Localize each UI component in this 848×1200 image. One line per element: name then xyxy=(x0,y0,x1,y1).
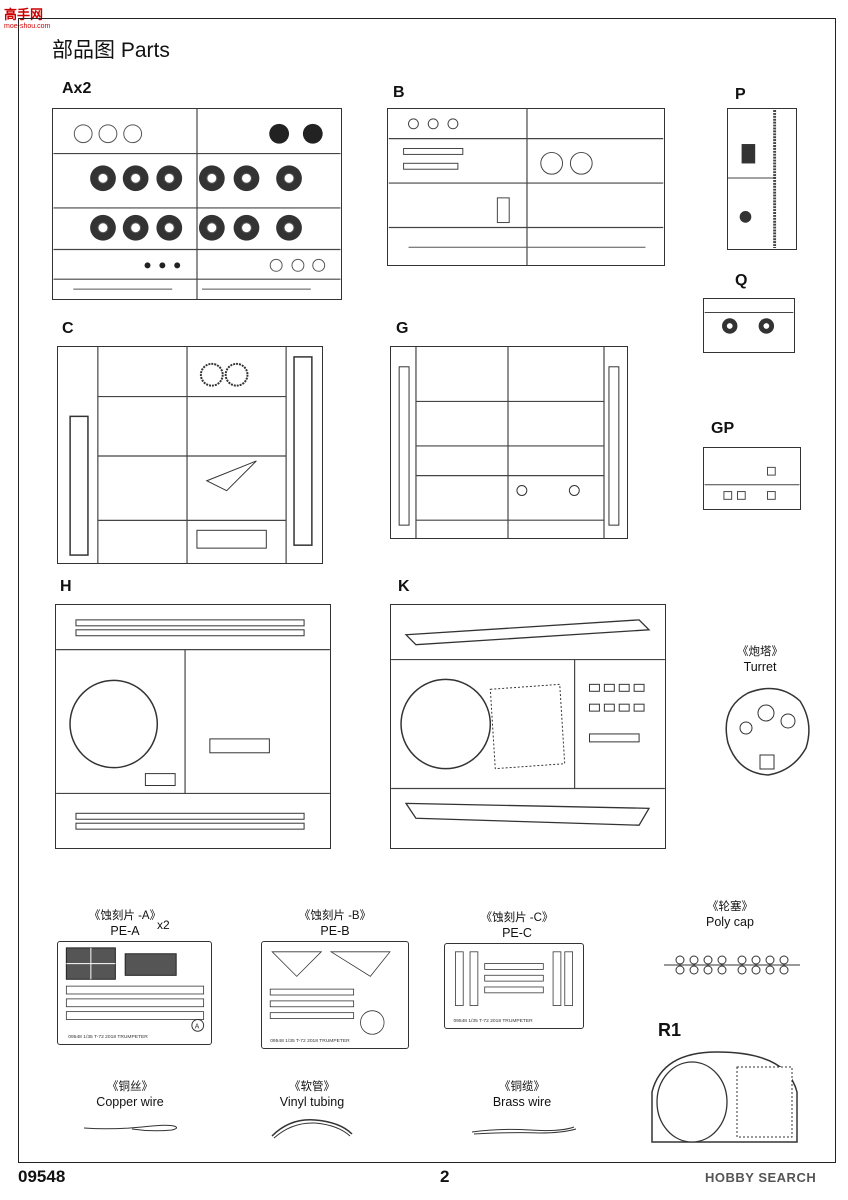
pe-b-caption-en: PE-B xyxy=(320,924,350,938)
sprue-a-drawing xyxy=(53,109,341,299)
pe-a-count: x2 xyxy=(157,918,170,932)
pe-a-caption-en: PE-A xyxy=(110,924,140,938)
pe-b-caption: 《蚀刻片 -B》 PE-B xyxy=(290,909,380,939)
pe-b-caption-cn: 《蚀刻片 -B》 xyxy=(298,910,372,922)
pe-c-caption-en: PE-C xyxy=(502,926,532,940)
pe-c-footer-text: 09548 1/35 T-72 2018 TRUMPETER xyxy=(453,1018,533,1024)
sprue-p xyxy=(727,108,797,250)
vinyl-tubing-caption: 《软管》 Vinyl tubing xyxy=(262,1080,362,1110)
pe-b-sheet: 09548 1/35 T-72 2018 TRUMPETER xyxy=(261,941,409,1049)
sprue-label-h: H xyxy=(60,578,72,595)
pe-c-caption-cn: 《蚀刻片 -C》 xyxy=(480,912,554,924)
brass-wire-caption-cn: 《铜缆》 xyxy=(499,1081,545,1093)
site-logo-url: moe-shou.com xyxy=(4,23,51,30)
vinyl-tubing-part xyxy=(271,1119,353,1139)
pe-a-caption-cn: 《蚀刻片 -A》 xyxy=(88,910,162,922)
brass-wire-part xyxy=(471,1126,577,1135)
turret-caption: 《炮塔》 Turret xyxy=(705,645,815,675)
sprue-r1 xyxy=(651,1051,798,1143)
poly-cap-runner xyxy=(664,955,800,975)
sprue-c-drawing xyxy=(69,347,313,563)
pe-b-footer-text: 09548 1/35 T-72 2018 TRUMPETER xyxy=(270,1038,350,1044)
copper-wire-caption-en: Copper wire xyxy=(96,1095,164,1109)
pe-c-drawing: 09548 1/35 T-72 2018 TRUMPETER xyxy=(453,951,573,1024)
pe-c-caption: 《蚀刻片 -C》 PE-C xyxy=(472,911,562,941)
sprue-b-drawing xyxy=(388,109,664,265)
turret-caption-cn: 《炮塔》 xyxy=(737,646,783,658)
sprue-label-q: Q xyxy=(735,272,748,289)
sprue-a xyxy=(52,108,342,300)
poly-cap-caption-en: Poly cap xyxy=(706,915,754,929)
brass-wire-caption: 《铜缆》 Brass wire xyxy=(472,1080,572,1110)
sprue-k-drawing xyxy=(391,619,665,826)
sprue-label-k: K xyxy=(398,578,410,595)
pe-a-caption: 《蚀刻片 -A》 PE-A xyxy=(80,909,170,939)
pe-c-sheet: 09548 1/35 T-72 2018 TRUMPETER xyxy=(444,943,584,1029)
pe-b-drawing: 09548 1/35 T-72 2018 TRUMPETER xyxy=(269,951,391,1044)
sprue-label-p: P xyxy=(735,86,746,103)
sprue-label-a: Ax2 xyxy=(62,80,92,97)
sprue-g xyxy=(390,346,628,539)
sprue-label-c: C xyxy=(62,320,74,337)
sprue-p-drawing xyxy=(728,110,777,248)
sprue-c xyxy=(57,346,323,564)
page-frame xyxy=(18,18,836,1163)
pe-a-mark: A xyxy=(195,1023,200,1030)
page-number: 2 xyxy=(440,1167,450,1186)
sprue-b xyxy=(387,108,665,266)
sprue-gp xyxy=(703,447,801,510)
copper-wire-part xyxy=(83,1124,178,1132)
sprue-g-drawing xyxy=(398,347,620,538)
pe-a-sheet: 09548 1/35 T-72 2018 TRUMPETER A xyxy=(57,941,212,1045)
poly-cap-caption-cn: 《轮塞》 xyxy=(707,901,753,913)
page-title: 部品图 Parts xyxy=(52,39,170,62)
sprue-gp-drawing xyxy=(704,466,800,500)
sprue-k xyxy=(390,604,666,849)
turret-caption-en: Turret xyxy=(743,660,777,674)
poly-cap-caption: 《轮塞》 Poly cap xyxy=(680,900,780,930)
vinyl-tubing-caption-cn: 《软管》 xyxy=(289,1081,335,1093)
watermark: HOBBY SEARCH xyxy=(705,1170,817,1185)
sprue-label-g: G xyxy=(396,320,409,337)
pe-a-footer-text: 09548 1/35 T-72 2018 TRUMPETER xyxy=(68,1034,148,1040)
copper-wire-caption-cn: 《铜丝》 xyxy=(107,1081,153,1093)
kit-code: 09548 xyxy=(18,1167,66,1186)
sprue-q xyxy=(703,298,795,353)
pe-a-drawing: 09548 1/35 T-72 2018 TRUMPETER A xyxy=(65,947,205,1040)
sprue-h xyxy=(55,604,331,849)
brass-wire-caption-en: Brass wire xyxy=(492,1095,552,1109)
sprue-label-b: B xyxy=(393,84,405,101)
turret-part xyxy=(725,687,810,776)
vinyl-tubing-caption-en: Vinyl tubing xyxy=(279,1095,345,1109)
sprue-label-gp: GP xyxy=(711,420,735,437)
copper-wire-caption: 《铜丝》 Copper wire xyxy=(80,1080,180,1110)
sprue-h-drawing xyxy=(56,619,330,830)
sprue-label-r1: R1 xyxy=(658,1020,682,1040)
sprue-q-drawing xyxy=(704,312,794,334)
